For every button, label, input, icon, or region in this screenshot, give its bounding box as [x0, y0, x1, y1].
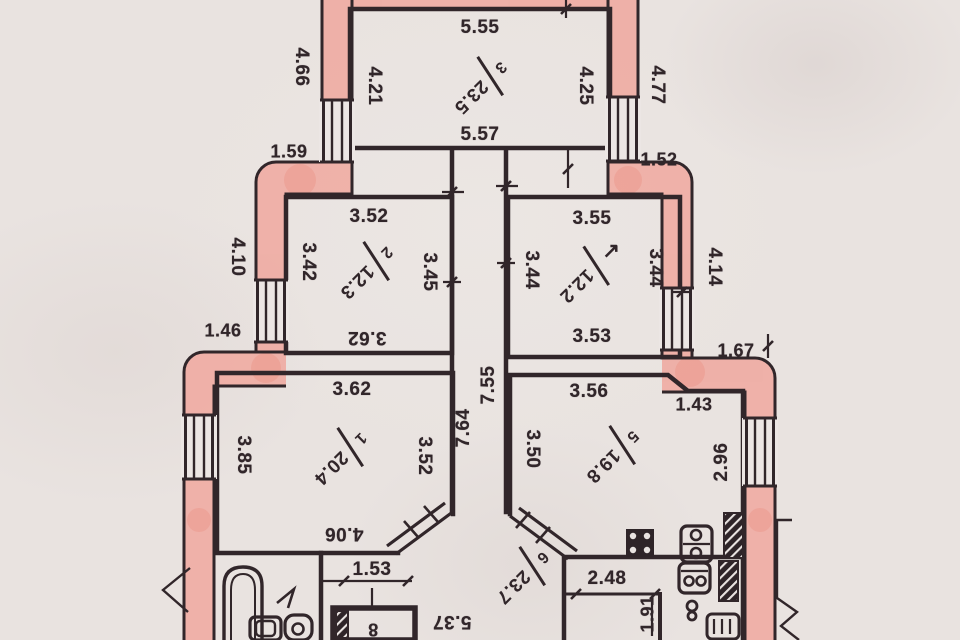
- dim-outer-top-right: 4.77: [647, 65, 668, 105]
- dim-room3-right: 4.25: [575, 66, 596, 106]
- window-icons: [181, 95, 778, 488]
- dim-step-right-top: 1.52: [640, 149, 678, 170]
- dim-step-right-mid: 1.67: [717, 340, 755, 361]
- dim-room2-bottom: 3.62: [347, 327, 387, 348]
- dim-room1-right: 3.52: [414, 436, 435, 476]
- dim-wc-side: 1.91: [637, 595, 658, 633]
- wc-sink-icon: [677, 561, 712, 595]
- dim-room3-bottom: 5.57: [460, 124, 500, 145]
- wall-highlight-blots: [187, 164, 772, 532]
- break-line-left: [161, 567, 191, 613]
- dim-room4-top: 3.55: [572, 208, 612, 229]
- dim-room1-bottom: 4.06: [324, 523, 364, 544]
- dim-room3-left: 4.21: [364, 66, 385, 106]
- bathtub-icon: [222, 565, 264, 640]
- shaft-number: 8: [367, 619, 379, 640]
- dim-outer-mid-right: 4.14: [704, 247, 725, 287]
- dim-hall-niche: 1.53: [352, 559, 392, 580]
- dim-room5-top: 3.56: [569, 381, 609, 402]
- dim-step-left-mid: 1.46: [204, 320, 242, 341]
- dim-room5-right: 2.96: [711, 442, 732, 482]
- stove-icon: [626, 529, 654, 557]
- vent-shaft-icons: [335, 512, 744, 639]
- vent-shaft-icon: [723, 512, 744, 559]
- dim-room2-top: 3.52: [349, 206, 389, 227]
- dim-room3-top: 5.55: [460, 17, 500, 38]
- wc-toilet-icon: [685, 599, 699, 622]
- dim-corridor-right: 7.55: [478, 365, 499, 405]
- dim-wc-top: 2.48: [587, 568, 627, 589]
- vent-shaft-icon: [718, 560, 739, 602]
- dim-outer-mid-left: 4.10: [227, 237, 248, 277]
- dim-room5-top-right: 1.43: [675, 394, 713, 415]
- door-swing-icon: [276, 585, 297, 609]
- dim-step-left-top: 1.59: [270, 141, 308, 162]
- dim-room1-top: 3.62: [332, 379, 372, 400]
- break-line-right: [775, 518, 800, 640]
- dim-room2-right: 3.45: [419, 252, 440, 292]
- toilet-icon: [248, 615, 283, 640]
- window-icon: [319, 98, 355, 164]
- dim-room4-bottom: 3.53: [572, 326, 612, 347]
- dimension-ticks: [323, 0, 774, 636]
- washbasin-icon: [283, 613, 314, 640]
- dim-corridor-left: 7.64: [453, 408, 474, 448]
- dim-room5-left: 3.50: [522, 429, 543, 469]
- window-icon: [742, 416, 778, 488]
- washing-machine-icon: [705, 612, 741, 640]
- door-opening-room5: [509, 506, 578, 561]
- dim-room4-right: 3.44: [645, 248, 666, 288]
- door-opening-room1: [386, 501, 455, 556]
- window-icon: [659, 286, 695, 352]
- window-icon: [605, 95, 641, 163]
- vent-shaft-icon: [335, 610, 349, 639]
- dim-room2-left: 3.42: [298, 242, 319, 282]
- dim-room1-left: 3.85: [233, 435, 254, 475]
- dim-hall-bottom: 5.37: [432, 611, 472, 632]
- entrance-arrow-icon: ↗: [602, 239, 621, 263]
- window-icon: [181, 413, 217, 481]
- window-icon: [253, 278, 289, 344]
- dim-outer-top-left: 4.66: [291, 47, 312, 87]
- dim-room4-left: 3.44: [521, 250, 542, 290]
